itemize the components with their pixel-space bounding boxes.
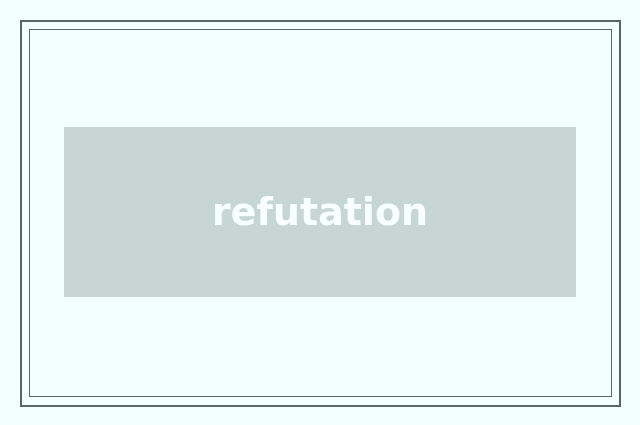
word-panel: refutation — [64, 127, 576, 297]
word-label: refutation — [211, 190, 429, 234]
outer-frame — [20, 20, 621, 407]
inner-frame — [29, 29, 612, 397]
